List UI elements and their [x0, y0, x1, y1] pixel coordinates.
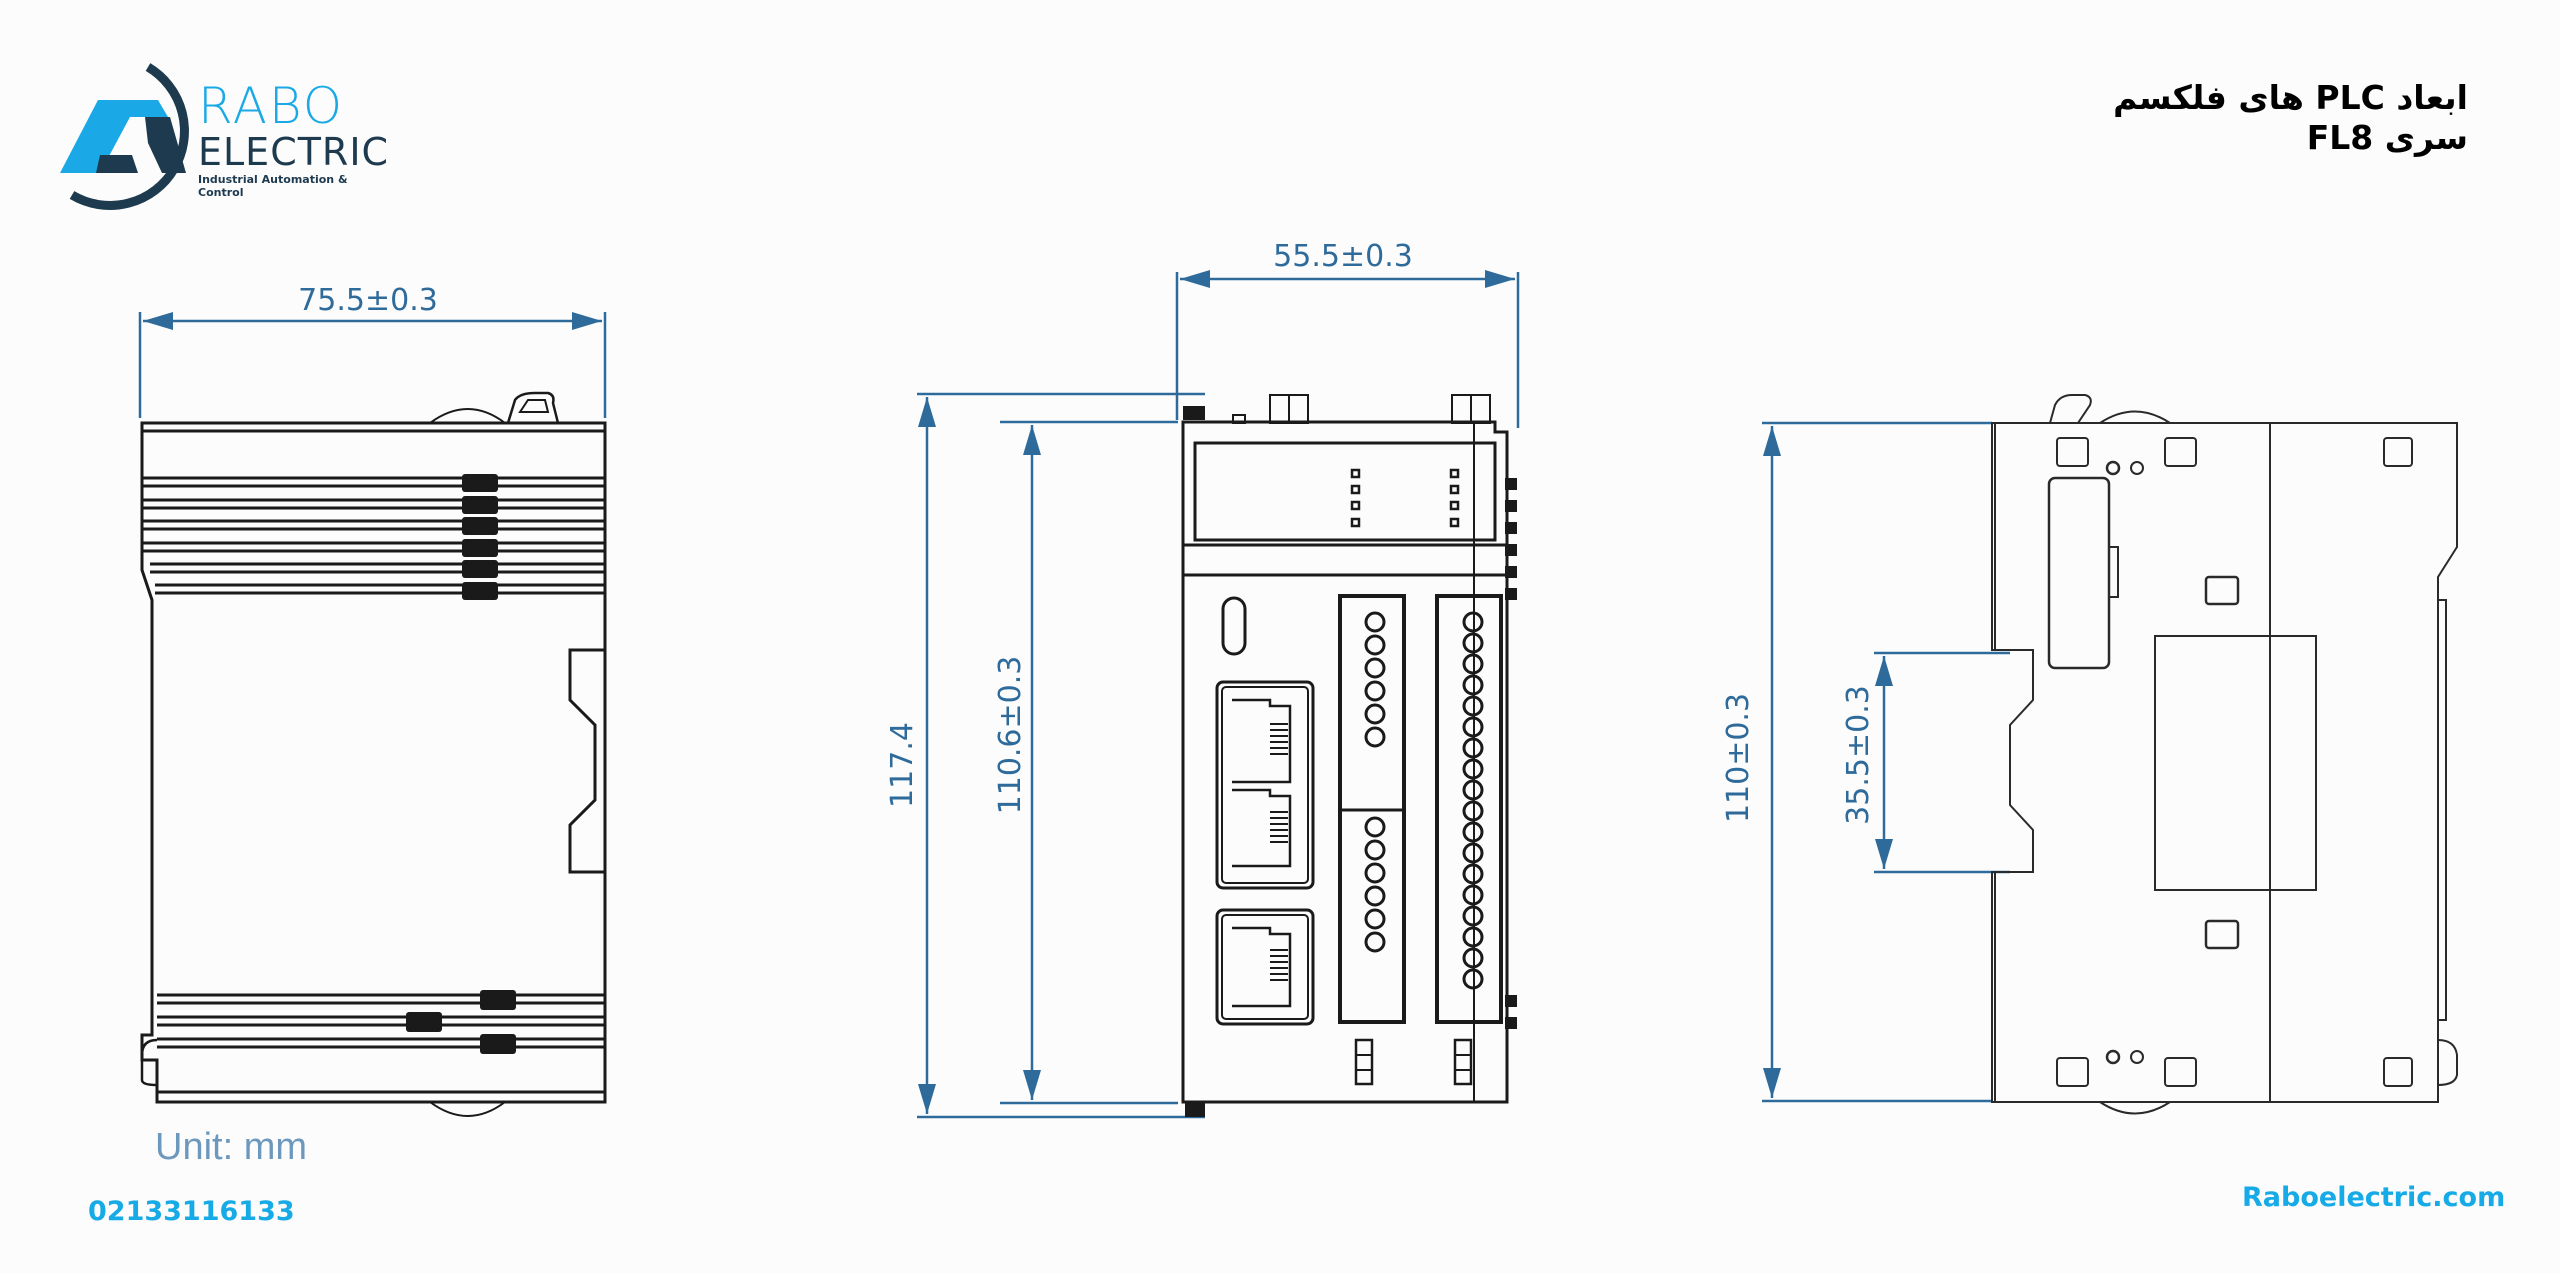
logo-word-rabo: RABO — [198, 77, 345, 135]
dim-front-body-height: 110.6±0.3 — [993, 656, 1028, 815]
phone-number: 02133116133 — [88, 1196, 295, 1227]
dim-din-rail: 35.5±0.3 — [1841, 685, 1876, 825]
dim-back-height: 110±0.3 — [1721, 693, 1756, 823]
logo: RABO ELECTRIC Industrial Automation & Co… — [40, 55, 388, 215]
title-line-1: ابعاد PLC های فلکسم — [2113, 78, 2468, 117]
dim-front-width: 55.5±0.3 — [1273, 239, 1413, 274]
front-view — [917, 270, 1520, 1119]
logo-word-electric: ELECTRIC — [198, 130, 390, 174]
side-view — [138, 312, 607, 1117]
page-title: ابعاد PLC های فلکسم سری FL8 — [1868, 78, 2468, 159]
website-link[interactable]: Raboelectric.com — [2242, 1182, 2506, 1213]
dim-front-total-height: 117.4 — [885, 722, 920, 808]
dim-side-width: 75.5±0.3 — [298, 283, 438, 318]
logo-tagline: Industrial Automation & Control — [198, 173, 348, 199]
title-line-2: سری FL8 — [2306, 118, 2468, 158]
logo-mark-icon — [60, 63, 189, 210]
back-view — [1762, 394, 2458, 1115]
terminal-screws — [1364, 611, 1484, 990]
unit-label: Unit: mm — [155, 1126, 307, 1168]
